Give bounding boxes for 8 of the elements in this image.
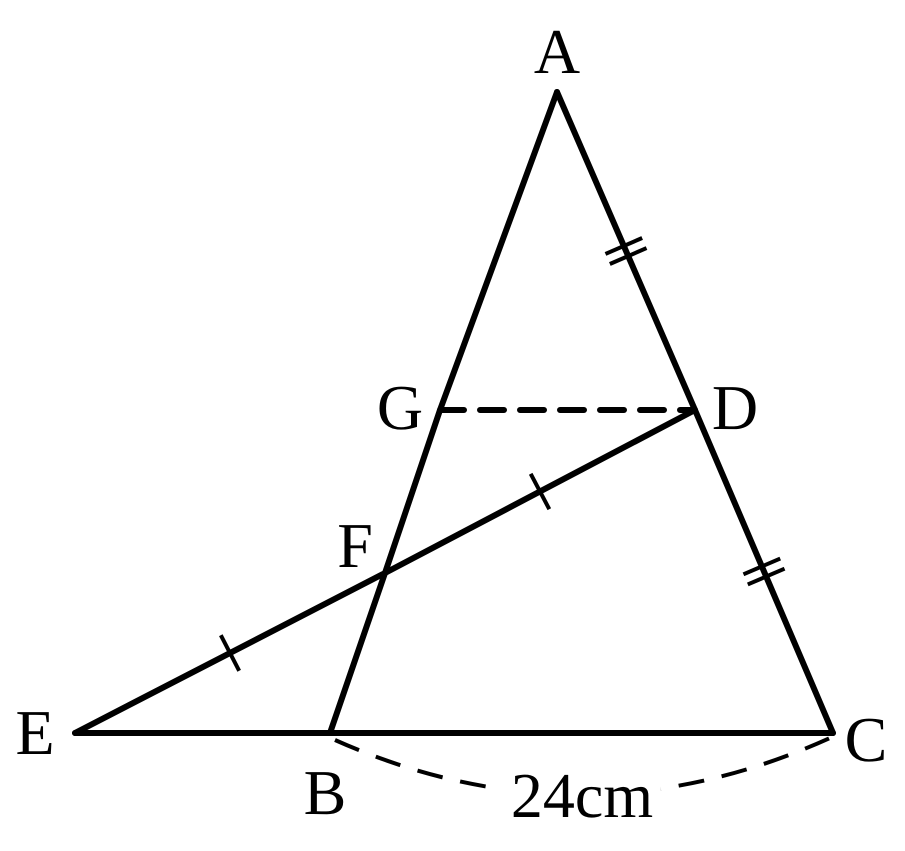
vertex-label: A: [534, 20, 580, 84]
vertex-label: F: [337, 514, 373, 578]
vertex-label: G: [376, 376, 424, 440]
vertex-label: C: [844, 708, 888, 772]
vertex-label: E: [15, 701, 55, 765]
vertex-label: D: [712, 376, 758, 440]
dashed-line-segment: [437, 407, 698, 413]
vertex-label: B: [304, 761, 346, 825]
